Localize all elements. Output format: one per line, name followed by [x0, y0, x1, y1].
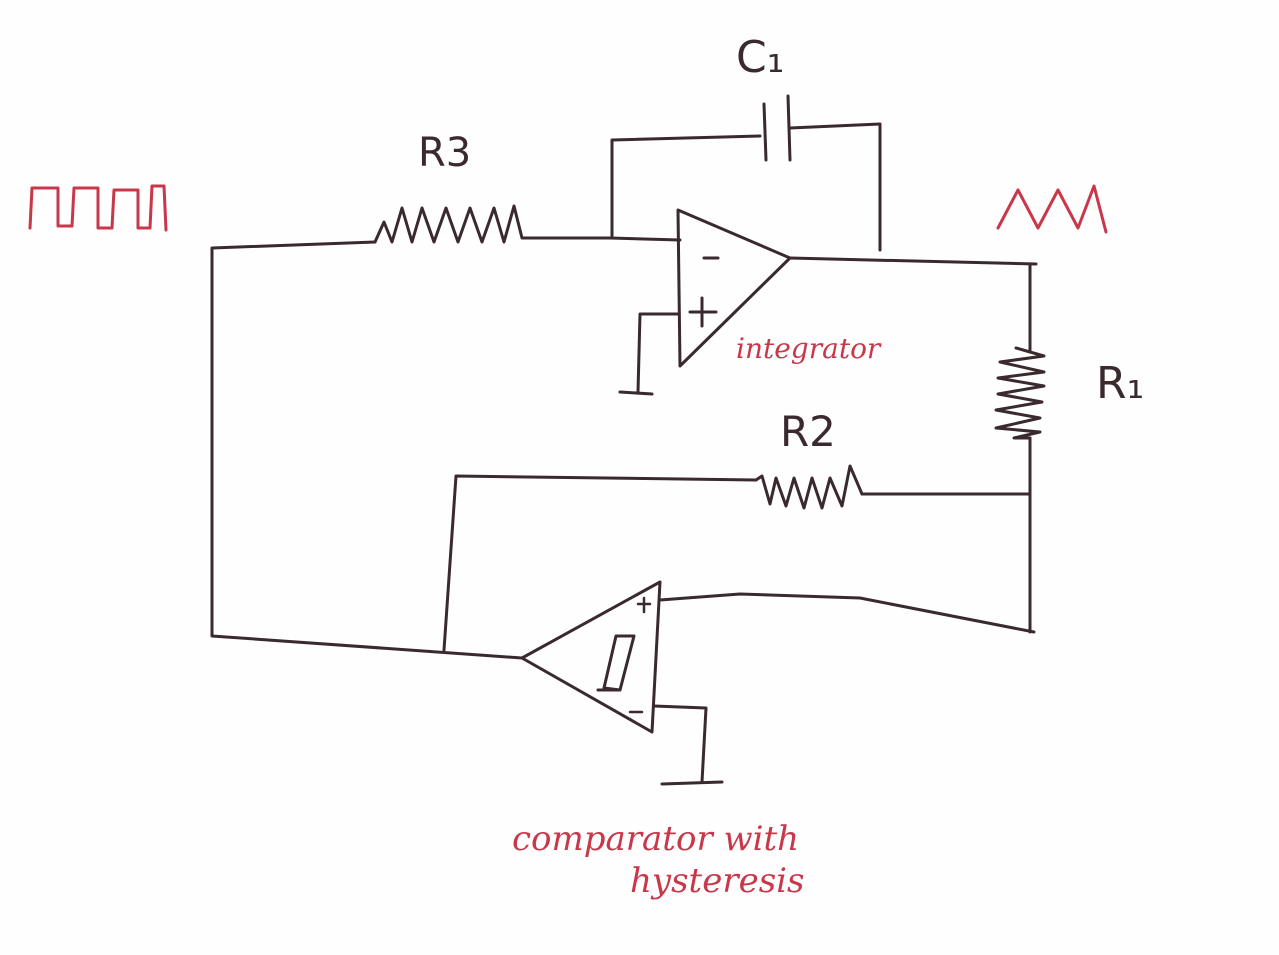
- r2-label: R2: [780, 407, 836, 456]
- integrator-plus-sign: [688, 296, 718, 328]
- r2-resistor: [754, 464, 864, 510]
- r3-resistor: [373, 204, 612, 244]
- comparator-note-line1: comparator with: [512, 819, 799, 859]
- integrator-opamp: [676, 208, 792, 368]
- r1-label: R₁: [1096, 358, 1144, 409]
- r3-label: R3: [418, 130, 471, 176]
- comparator-opamp: [520, 580, 662, 734]
- capacitor-feedback-right: [788, 122, 882, 252]
- integrator-output-wire: [788, 256, 1038, 266]
- capacitor-c1-plate-left: [762, 102, 768, 162]
- comparator-plus-wire: [658, 592, 1036, 634]
- integrator-input-wire: [608, 236, 682, 242]
- integrator-note: integrator: [736, 332, 882, 365]
- capacitor-feedback-left: [610, 134, 762, 240]
- feedback-wire-left: [210, 240, 524, 660]
- r2-wire-left: [442, 474, 758, 652]
- comparator-ground-wire: [652, 704, 708, 784]
- comparator-note-line2: hysteresis: [630, 861, 804, 901]
- c1-label: C₁: [736, 32, 784, 83]
- square-wave-icon: [28, 184, 168, 232]
- triangle-wave-icon: [996, 184, 1108, 234]
- integrator-ground-icon: [618, 390, 654, 396]
- hysteresis-icon: [596, 634, 636, 692]
- comparator-ground-icon: [660, 780, 724, 786]
- r1-resistor: [994, 346, 1046, 440]
- integrator-ground-wire: [636, 312, 680, 394]
- comparator-plus-sign: [636, 596, 652, 614]
